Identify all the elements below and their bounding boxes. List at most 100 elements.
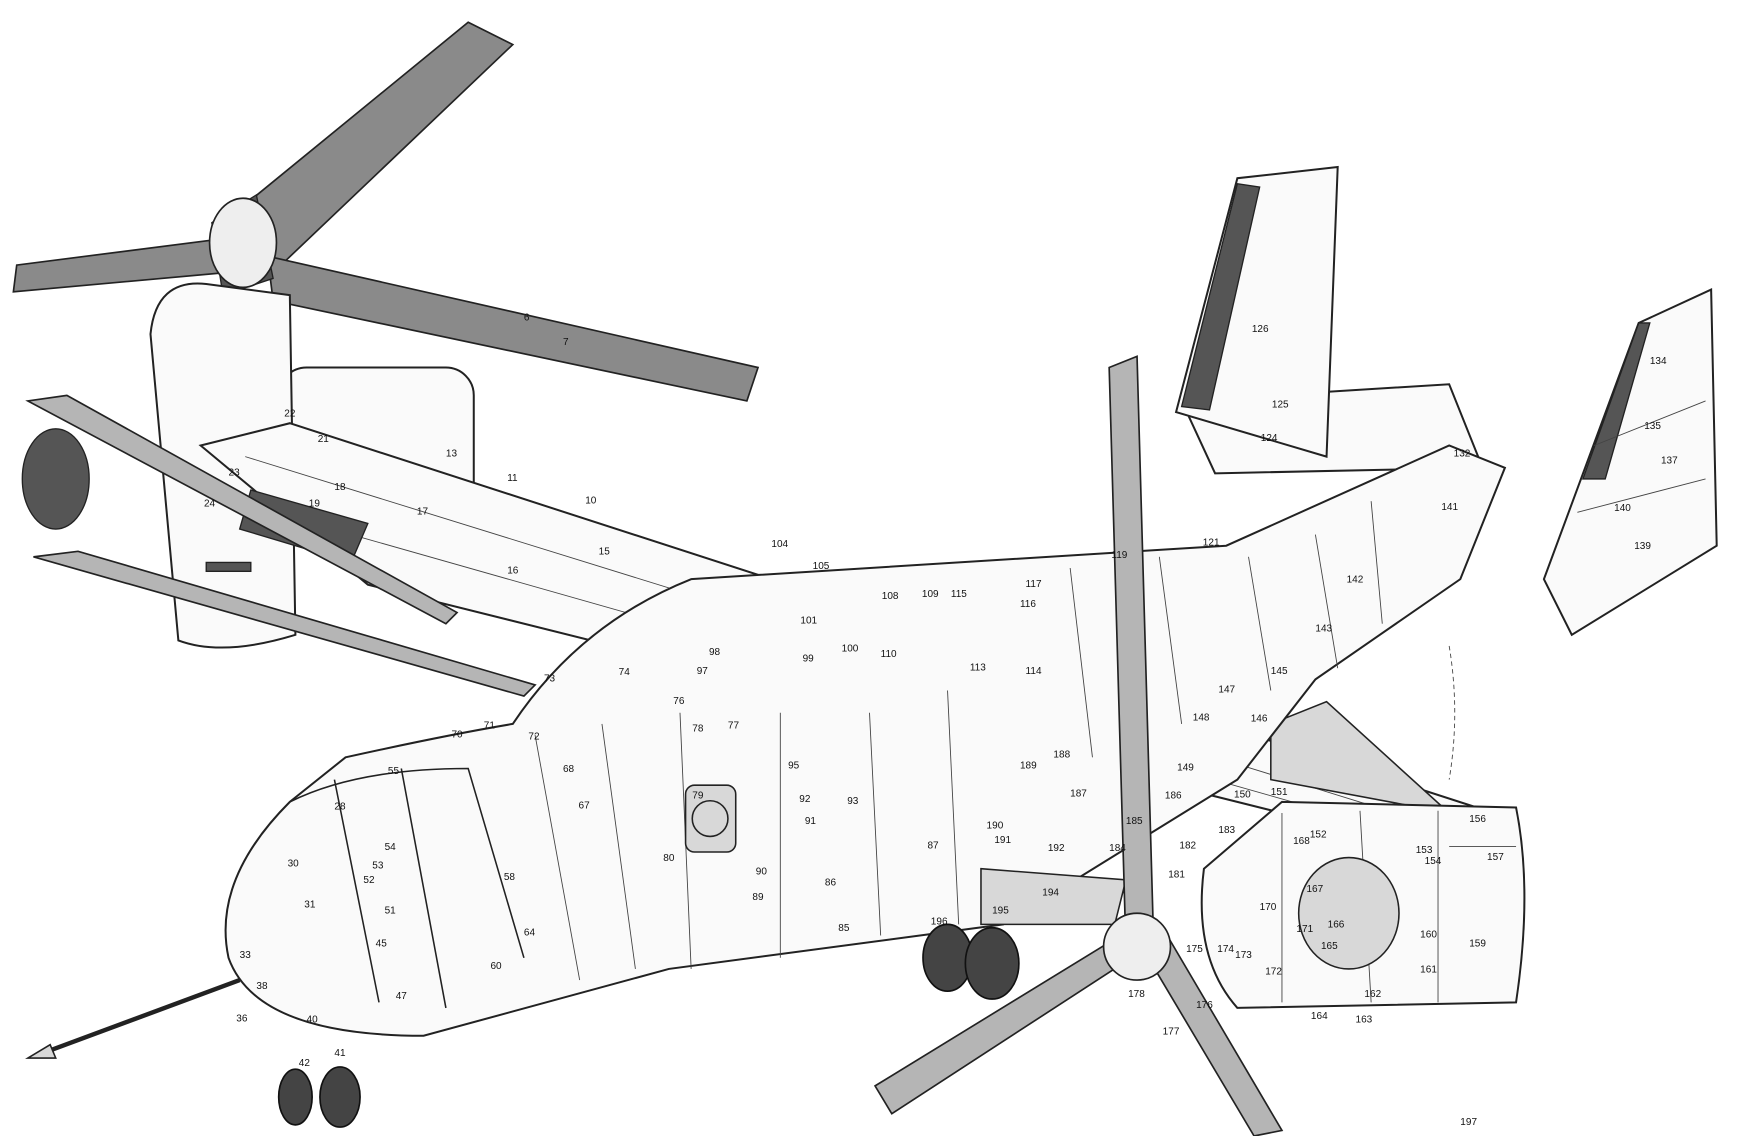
callout-number: 117 xyxy=(1026,579,1042,590)
callout-number: 98 xyxy=(709,647,721,658)
forward-rotor-hub xyxy=(21,428,90,530)
callout-number: 105 xyxy=(813,561,830,572)
callout-number: 58 xyxy=(504,872,516,883)
callout-number: 54 xyxy=(385,842,397,853)
callout-number: 188 xyxy=(1053,749,1070,760)
rotor-hub xyxy=(208,197,278,289)
callout-number: 77 xyxy=(728,720,740,731)
callout-number: 86 xyxy=(825,877,837,888)
rotor-blade xyxy=(266,255,760,402)
right-fin xyxy=(1542,288,1718,637)
left-rotor-forward-blades xyxy=(21,394,537,698)
callout-number: 126 xyxy=(1252,324,1269,335)
callout-number: 18 xyxy=(334,482,346,493)
callout-number: 100 xyxy=(842,644,859,655)
rotor-hub xyxy=(1102,912,1172,981)
callout-number: 53 xyxy=(372,861,384,872)
callout-number: 154 xyxy=(1425,856,1442,867)
callout-number: 89 xyxy=(752,892,764,903)
left-fin xyxy=(1174,165,1339,458)
exhaust xyxy=(205,561,252,573)
callout-number: 110 xyxy=(881,649,897,660)
callout-number: 42 xyxy=(299,1058,311,1069)
callout-number: 194 xyxy=(1042,887,1059,898)
callout-number: 187 xyxy=(1070,788,1087,799)
left-proprotor xyxy=(12,21,760,402)
callout-number: 125 xyxy=(1272,400,1289,411)
callout-number: 175 xyxy=(1186,944,1203,955)
callout-number: 22 xyxy=(284,409,296,420)
callout-number: 185 xyxy=(1126,816,1143,827)
callout-number: 90 xyxy=(756,866,768,877)
callout-number: 79 xyxy=(692,791,704,802)
callout-number: 74 xyxy=(619,667,631,678)
callout-number: 7 xyxy=(563,337,569,348)
callout-number: 150 xyxy=(1234,789,1251,800)
callout-number: 196 xyxy=(931,916,948,927)
callout-number: 178 xyxy=(1128,989,1145,1000)
callout-number: 146 xyxy=(1251,714,1268,725)
callout-number: 159 xyxy=(1469,939,1486,950)
nacelle-body xyxy=(149,282,297,649)
callout-number: 116 xyxy=(1020,599,1036,610)
callout-number: 147 xyxy=(1218,685,1235,696)
callout-number: 51 xyxy=(385,905,397,916)
callout-number: 24 xyxy=(204,499,216,510)
callout-number: 52 xyxy=(363,875,375,886)
callout-number: 177 xyxy=(1163,1027,1180,1038)
callout-number: 41 xyxy=(334,1048,346,1059)
callout-number: 92 xyxy=(799,794,811,805)
callout-number: 40 xyxy=(307,1014,319,1025)
engine-core xyxy=(1297,856,1400,970)
callout-number: 80 xyxy=(663,853,675,864)
refuel-probe xyxy=(25,977,241,1059)
callout-number: 99 xyxy=(803,654,815,665)
callout-number: 71 xyxy=(484,720,496,731)
cabin-window-porthole xyxy=(691,799,729,838)
callout-number: 36 xyxy=(236,1013,248,1024)
callout-number: 31 xyxy=(304,900,316,911)
right-proprotor xyxy=(873,355,1284,1136)
callout-number: 108 xyxy=(882,591,899,602)
nose-wheel xyxy=(319,1066,361,1128)
callout-number: 16 xyxy=(507,566,519,577)
callout-number: 157 xyxy=(1487,852,1504,863)
callout-number: 181 xyxy=(1168,870,1185,881)
callout-number: 33 xyxy=(240,950,252,961)
callout-number: 87 xyxy=(927,841,939,852)
callout-number: 141 xyxy=(1441,502,1458,513)
callout-number: 91 xyxy=(805,816,817,827)
callout-number: 28 xyxy=(334,802,346,813)
callout-number: 139 xyxy=(1634,541,1651,552)
callout-number: 55 xyxy=(388,766,400,777)
right-nacelle xyxy=(1200,800,1526,1009)
callout-number: 190 xyxy=(987,821,1004,832)
callout-number: 121 xyxy=(1203,538,1220,549)
callout-number: 95 xyxy=(788,760,800,771)
callout-number: 45 xyxy=(376,939,388,950)
callout-number: 60 xyxy=(490,961,502,972)
callout-number: 165 xyxy=(1321,941,1338,952)
callout-number: 197 xyxy=(1460,1117,1477,1128)
callout-number: 76 xyxy=(673,696,685,707)
landing-gear xyxy=(277,923,1020,1128)
right-fin-shade xyxy=(1581,322,1651,480)
callout-number: 70 xyxy=(451,729,463,740)
callout-number: 73 xyxy=(544,674,556,685)
callout-labels: 6710111315161718192122232428303133363840… xyxy=(204,313,1678,1128)
callout-number: 168 xyxy=(1293,836,1310,847)
callout-number: 140 xyxy=(1614,503,1631,514)
callout-number: 13 xyxy=(446,449,458,460)
rotor-blade xyxy=(25,394,459,625)
callout-number: 186 xyxy=(1165,791,1182,802)
tail xyxy=(1174,165,1718,637)
callout-number: 183 xyxy=(1218,825,1235,836)
callout-number: 114 xyxy=(1026,666,1042,677)
callout-number: 30 xyxy=(288,858,300,869)
callout-number: 93 xyxy=(847,796,859,807)
callout-number: 149 xyxy=(1177,763,1194,774)
callout-number: 170 xyxy=(1260,902,1277,913)
callout-number: 97 xyxy=(697,666,709,677)
callout-number: 6 xyxy=(524,313,530,324)
callout-number: 192 xyxy=(1048,843,1065,854)
